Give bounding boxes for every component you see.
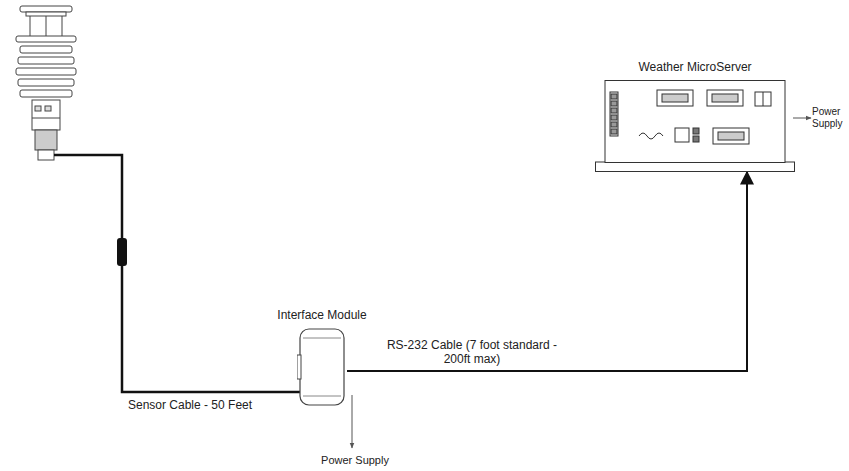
microserver-box-outline [595, 80, 795, 172]
cable-length-label: Sensor Cable - 50 Feet [128, 398, 298, 412]
node-title: Weather MicroServer [595, 60, 795, 74]
interface-module: Interface Module [262, 308, 382, 406]
node-title: Interface Module [262, 308, 382, 322]
cable-connector-line [347, 172, 747, 371]
cable-connector [117, 238, 127, 266]
weather-sensor [16, 6, 76, 160]
power-wire [793, 118, 811, 119]
power-supply-label: Power Supply [310, 454, 400, 467]
power-supply-label: Power Supply [812, 106, 848, 130]
power-wire [352, 395, 353, 448]
interface-module-drawing [297, 328, 347, 406]
microserver-box: Weather MicroServer [595, 60, 795, 172]
interface-module-outline [297, 328, 347, 406]
sensor-cable [54, 155, 300, 392]
microserver-box-drawing [595, 80, 795, 172]
cable-label: RS-232 Cable (7 foot standard - 200ft ma… [378, 338, 567, 366]
